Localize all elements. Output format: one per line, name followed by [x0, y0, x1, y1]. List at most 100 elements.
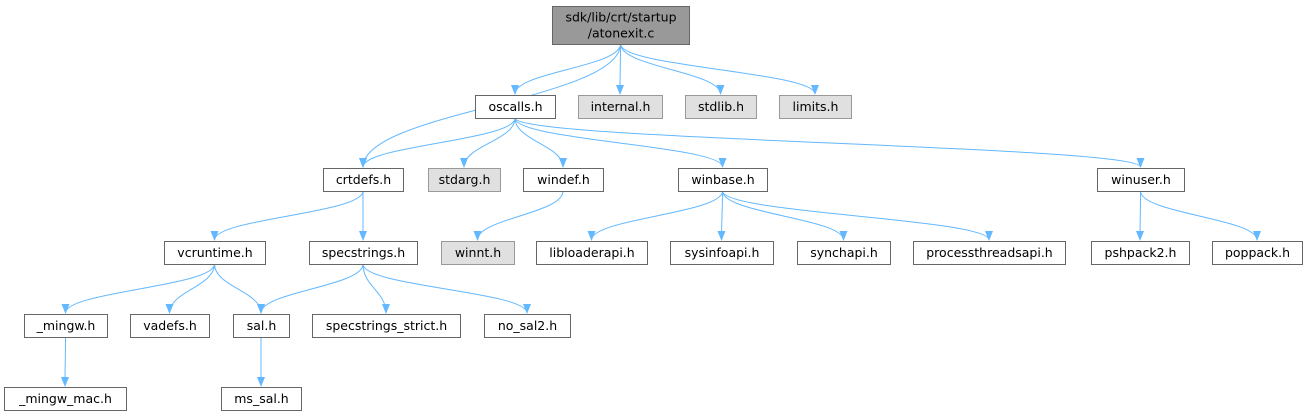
node-synchapi[interactable]: synchapi.h	[797, 241, 891, 265]
edge-windef-to-winnt	[473, 190, 564, 241]
edge-vcruntime-to-sal	[214, 263, 265, 314]
nodes-layer: sdk/lib/crt/startup/atonexit.c oscalls.h i…	[4, 6, 1303, 411]
edge-mingw-to-mingw_mac	[61, 336, 70, 387]
node-sal[interactable]: sal.h	[233, 314, 290, 338]
node-label-atonexit-1: sdk/lib/crt/startup	[565, 10, 676, 25]
node-no-sal2[interactable]: no_sal2.h	[484, 314, 571, 338]
node-label-specstrings-strict: specstrings_strict.h	[326, 318, 447, 333]
node-label-stdarg: stdarg.h	[439, 172, 491, 187]
edge-winuser-to-pshpack2	[1136, 190, 1145, 241]
edge-oscalls-to-crtdefs	[359, 117, 516, 168]
node-label-limits: limits.h	[793, 99, 839, 114]
node-label-no-sal2: no_sal2.h	[498, 318, 557, 333]
edge-atonexit-to-internal	[616, 43, 625, 95]
node-box-processthreadsapi	[913, 241, 1066, 265]
node-box-stdarg	[428, 168, 501, 192]
edge-winbase-to-libloaderapi	[587, 190, 723, 241]
edge-oscalls-to-winbase	[514, 117, 727, 168]
node-label-stdlib: stdlib.h	[698, 99, 744, 114]
node-vadefs[interactable]: vadefs.h	[130, 314, 210, 338]
edge-oscalls-to-stdarg	[460, 117, 516, 168]
node-winbase[interactable]: winbase.h	[678, 168, 768, 192]
node-box-oscalls	[475, 95, 556, 119]
node-label-vadefs: vadefs.h	[143, 318, 197, 333]
node-stdlib[interactable]: stdlib.h	[685, 95, 757, 119]
node-label-winbase: winbase.h	[691, 172, 754, 187]
node-winnt[interactable]: winnt.h	[441, 241, 515, 265]
node-box-winnt	[441, 241, 515, 265]
node-pshpack2[interactable]: pshpack2.h	[1091, 241, 1190, 265]
node-libloaderapi[interactable]: libloaderapi.h	[536, 241, 648, 265]
node-box-winbase	[678, 168, 768, 192]
node-label-atonexit-2: /atonexit.c	[588, 26, 655, 41]
node-label-oscalls: oscalls.h	[488, 99, 542, 114]
node-box-mingw	[24, 314, 108, 338]
node-processthreadsapi[interactable]: processthreadsapi.h	[913, 241, 1066, 265]
node-label-processthreadsapi: processthreadsapi.h	[926, 245, 1052, 260]
edge-atonexit-to-stdlib	[620, 43, 725, 95]
node-label-windef: windef.h	[537, 172, 590, 187]
node-box-poppack	[1212, 241, 1303, 265]
node-vcruntime[interactable]: vcruntime.h	[164, 241, 266, 265]
node-box-ms-sal	[221, 387, 302, 411]
edge-vcruntime-to-mingw	[61, 263, 215, 314]
edge-winbase-to-sysinfoapi	[717, 190, 726, 241]
edge-winuser-to-poppack	[1140, 190, 1261, 241]
node-label-sysinfoapi: sysinfoapi.h	[685, 245, 760, 260]
node-winuser[interactable]: winuser.h	[1097, 168, 1185, 192]
node-stdarg[interactable]: stdarg.h	[428, 168, 501, 192]
node-label-pshpack2: pshpack2.h	[1105, 245, 1177, 260]
node-box-specstrings-strict	[312, 314, 461, 338]
node-label-libloaderapi: libloaderapi.h	[549, 245, 634, 260]
node-box-specstrings	[309, 241, 418, 265]
node-label-synchapi: synchapi.h	[810, 245, 878, 260]
node-windef[interactable]: windef.h	[523, 168, 604, 192]
edge-winbase-to-synchapi	[722, 190, 848, 241]
node-box-sal	[233, 314, 290, 338]
node-box-atonexit	[552, 6, 690, 45]
node-crtdefs[interactable]: crtdefs.h	[323, 168, 404, 192]
node-ms-sal[interactable]: ms_sal.h	[221, 387, 302, 411]
node-label-ms-sal: ms_sal.h	[234, 391, 288, 406]
node-atonexit[interactable]: sdk/lib/crt/startup/atonexit.c	[552, 6, 690, 45]
node-label-winnt: winnt.h	[455, 245, 501, 260]
node-box-windef	[523, 168, 604, 192]
node-box-internal	[578, 95, 663, 119]
node-label-mingw: _mingw.h	[36, 318, 96, 333]
edge-oscalls-to-windef	[514, 117, 567, 168]
edge-winbase-to-processthreadsapi	[722, 190, 993, 241]
node-label-crtdefs: crtdefs.h	[336, 172, 391, 187]
edge-crtdefs-to-vcruntime	[210, 190, 364, 241]
node-poppack[interactable]: poppack.h	[1212, 241, 1303, 265]
node-limits[interactable]: limits.h	[779, 95, 852, 119]
node-mingw[interactable]: _mingw.h	[24, 314, 108, 338]
node-label-internal: internal.h	[591, 99, 651, 114]
node-oscalls[interactable]: oscalls.h	[475, 95, 556, 119]
edges-layer	[61, 43, 1261, 387]
edge-atonexit-to-limits	[620, 43, 819, 95]
node-box-stdlib	[685, 95, 757, 119]
node-label-vcruntime: vcruntime.h	[177, 245, 252, 260]
node-sysinfoapi[interactable]: sysinfoapi.h	[670, 241, 774, 265]
edge-specstrings-to-no_sal2	[362, 263, 531, 314]
edge-oscalls-to-winuser	[514, 117, 1145, 168]
edge-specstrings-to-specstrings_strict	[362, 263, 390, 314]
node-box-vadefs	[130, 314, 210, 338]
node-label-specstrings: specstrings.h	[322, 245, 405, 260]
node-box-synchapi	[797, 241, 891, 265]
node-label-winuser: winuser.h	[1111, 172, 1171, 187]
node-specstrings-strict[interactable]: specstrings_strict.h	[312, 314, 461, 338]
node-label-poppack: poppack.h	[1225, 245, 1290, 260]
node-box-pshpack2	[1091, 241, 1190, 265]
node-box-mingw-mac	[4, 387, 127, 411]
node-box-vcruntime	[164, 241, 266, 265]
node-internal[interactable]: internal.h	[578, 95, 663, 119]
node-box-libloaderapi	[536, 241, 648, 265]
node-mingw-mac[interactable]: _mingw_mac.h	[4, 387, 127, 411]
edge-vcruntime-to-vadefs	[165, 263, 215, 314]
node-label-sal: sal.h	[247, 318, 277, 333]
node-specstrings[interactable]: specstrings.h	[309, 241, 418, 265]
node-box-sysinfoapi	[670, 241, 774, 265]
edge-specstrings-to-sal	[257, 263, 364, 314]
